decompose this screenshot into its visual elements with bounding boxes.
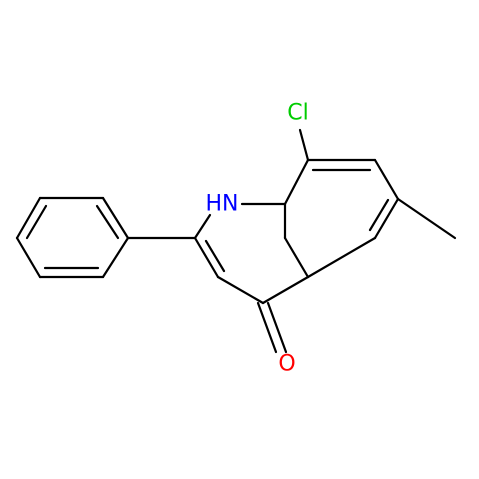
bonds <box>15 128 457 354</box>
c6-c5-bond <box>373 197 400 240</box>
phenyl-bond-4-inner <box>25 204 48 240</box>
atom-labels: Cl HN O <box>206 101 309 377</box>
c3-c4-bond <box>216 275 265 305</box>
nitrogen-label: HN <box>206 192 239 217</box>
c6-c5-bond-inner <box>368 198 390 232</box>
phenyl-bond-1 <box>101 236 130 279</box>
c7-c6-bond <box>373 158 400 201</box>
chlorine-label: Cl <box>287 101 308 126</box>
phenyl-bond-3 <box>15 236 42 279</box>
c2-c3-bond <box>193 236 220 279</box>
c2-c3-bond-inner <box>204 239 226 273</box>
c4-o-bond-a <box>256 301 278 354</box>
oxygen-label: O <box>278 352 295 377</box>
c8-cl-bond <box>298 128 310 162</box>
c4-o-bond-b <box>266 301 288 354</box>
c4-c4a-bond <box>261 275 310 305</box>
c4a-c8a-bond <box>283 236 310 279</box>
c5-c4a-bond <box>306 236 377 279</box>
phenyl-bond-4 <box>15 196 42 240</box>
methyl-bond <box>396 197 457 240</box>
c8a-c8-bond <box>283 158 310 206</box>
phenyl-bond-6 <box>101 196 130 240</box>
c2-n1-bond <box>193 213 212 240</box>
phenyl-bond-6-inner <box>95 204 120 240</box>
